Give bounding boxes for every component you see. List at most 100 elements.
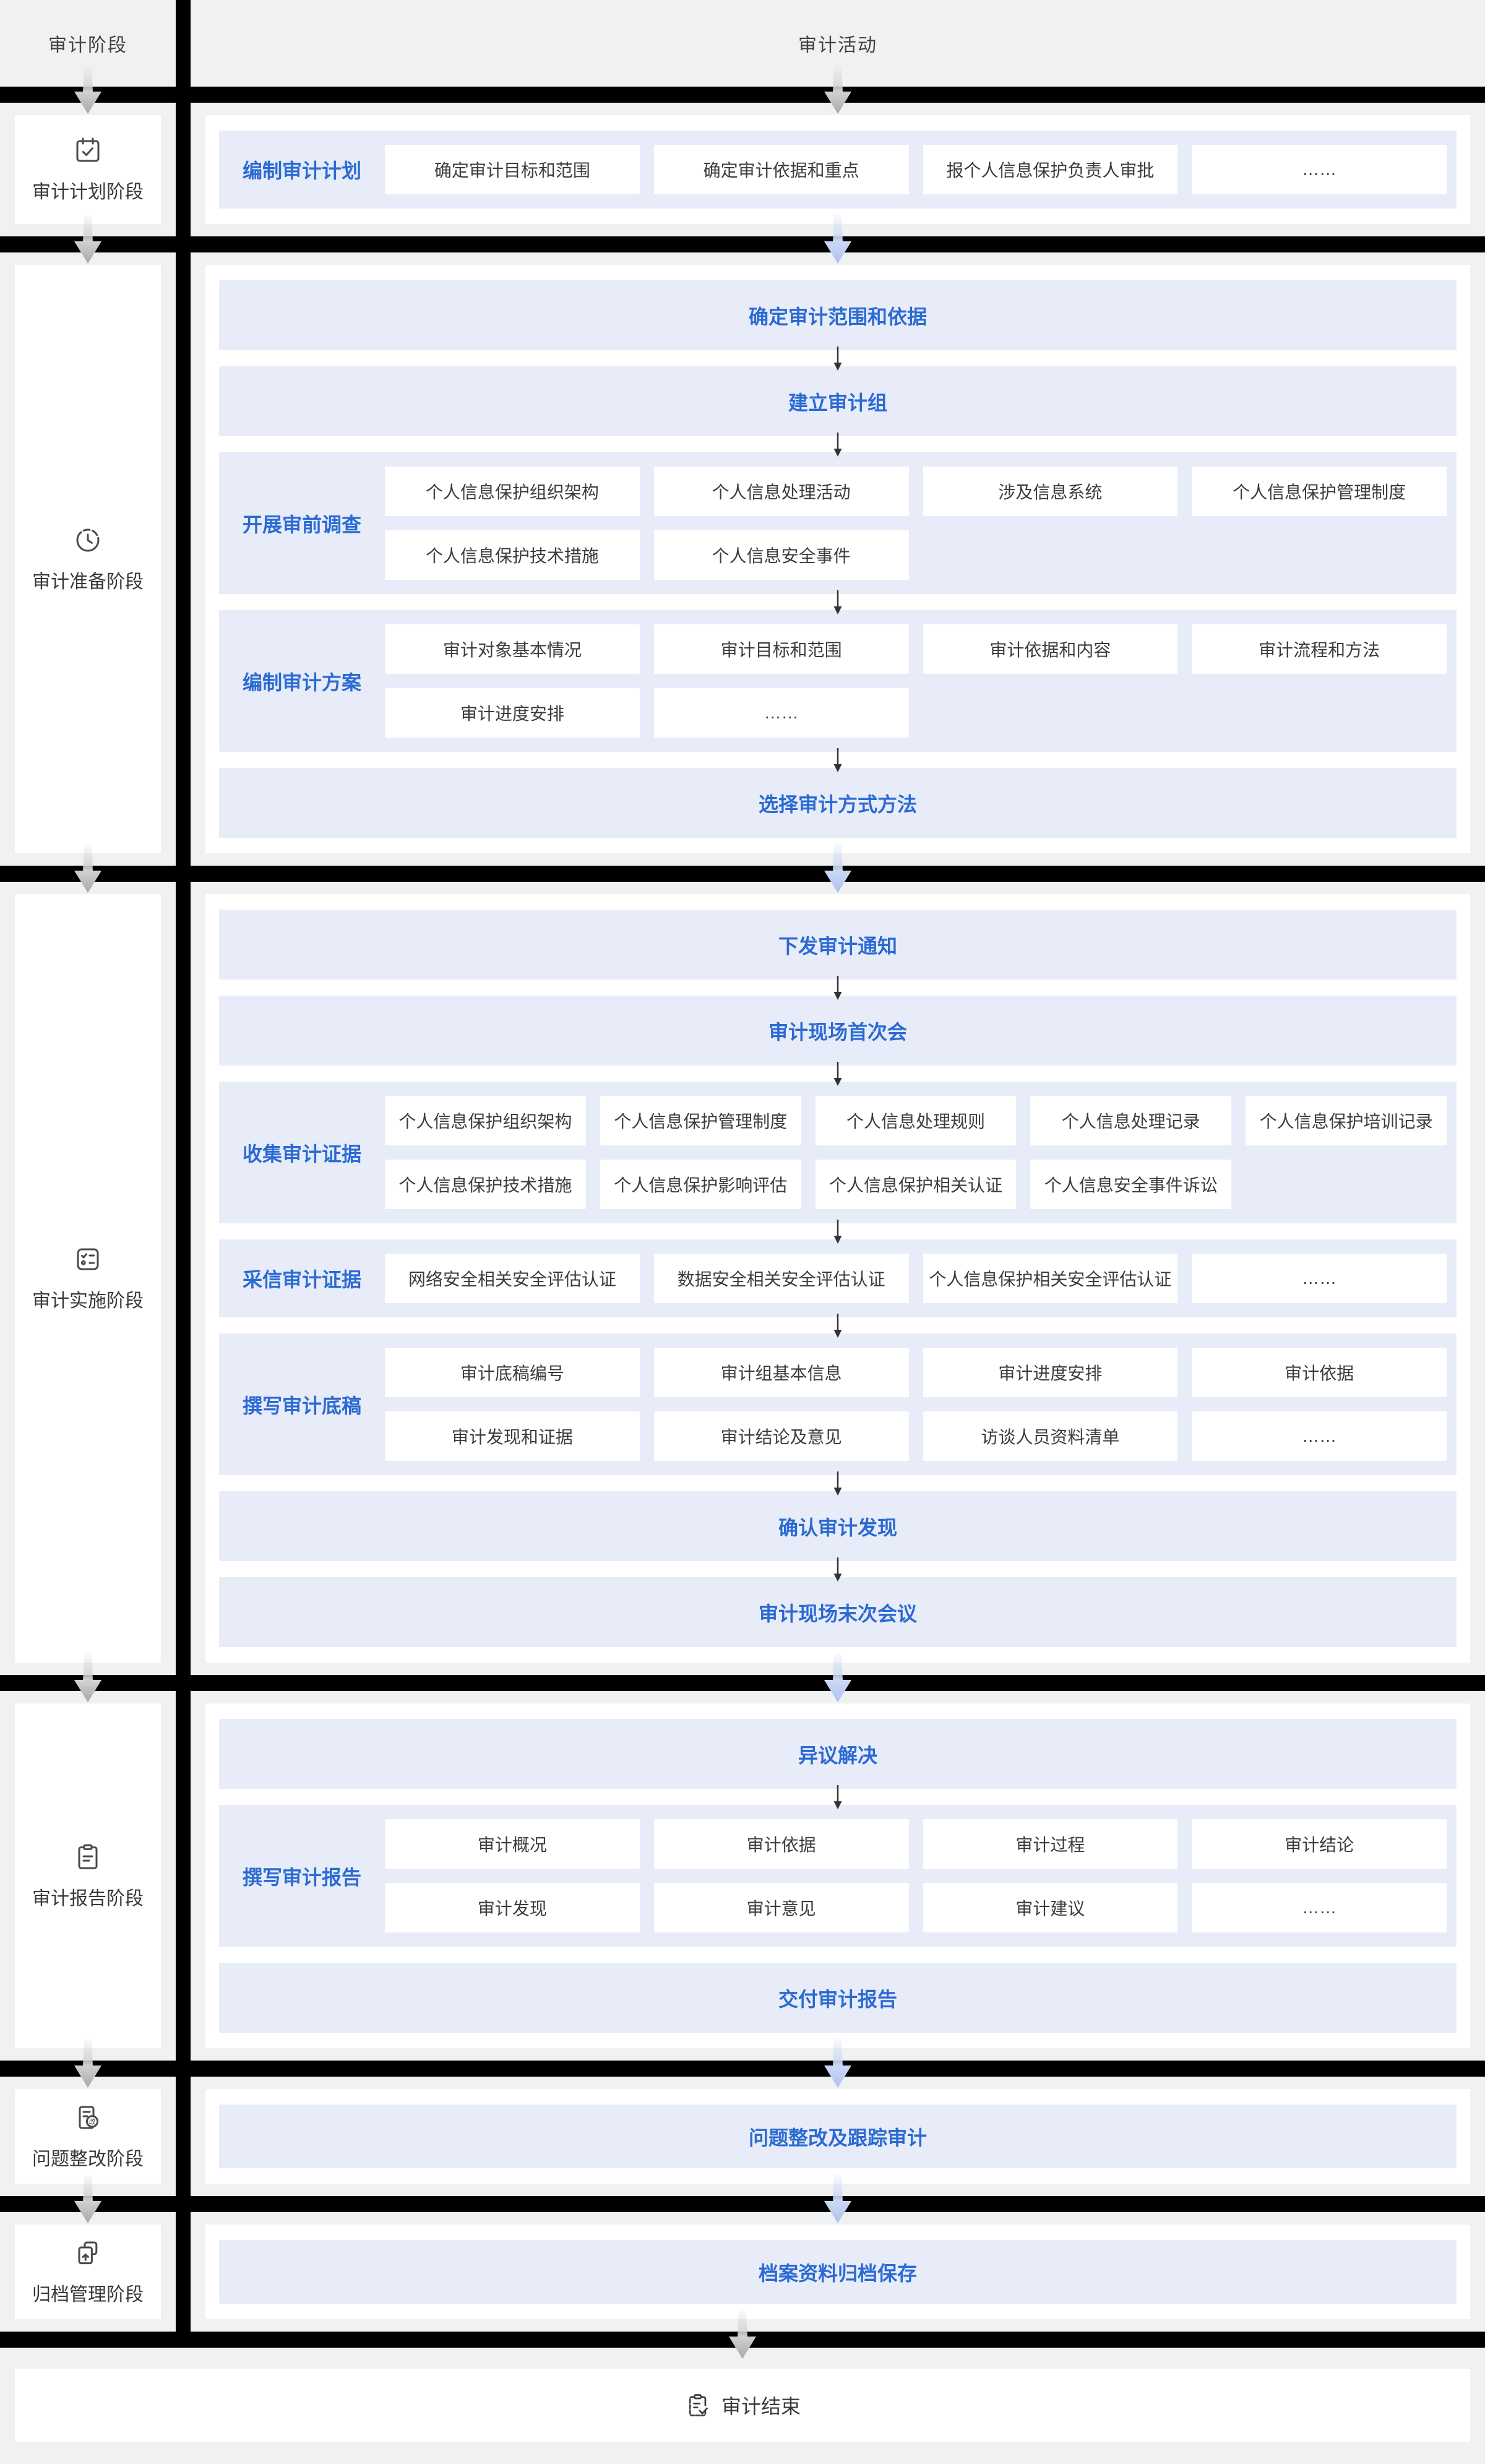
stage-label: 问题整改阶段 (32, 2148, 144, 2169)
flow-box: 审计结论及意见 (653, 1411, 909, 1461)
stage-label: 审计实施阶段 (32, 1291, 144, 1311)
flow-box: 数据安全相关安全评估认证 (653, 1254, 909, 1303)
flow-box: 审计对象基本情况 (385, 624, 640, 674)
band-deliver-report: 交付审计报告 (219, 1963, 1457, 2033)
flow-box: …… (1192, 1883, 1447, 1932)
flow-box: 个人信息保护技术措施 (385, 530, 640, 580)
vertical-divider (176, 1691, 191, 2061)
horizontal-divider (0, 2196, 1485, 2212)
flow-box: …… (653, 688, 909, 738)
flow-box: 个人信息保护技术措施 (385, 1160, 586, 1209)
band-confirm-findings: 确认审计发现 (219, 1491, 1457, 1561)
band-rectify-track: 问题整改及跟踪审计 (219, 2104, 1457, 2168)
band-label: 开展审前调查 (242, 513, 361, 536)
stage-label: 审计准备阶段 (32, 571, 144, 592)
flow-box: 审计进度安排 (923, 1348, 1178, 1397)
band-first-meeting: 审计现场首次会 (219, 996, 1457, 1066)
down-arrow-icon (833, 433, 842, 457)
band-make-scheme: 编制审计方案 审计对象基本情况 审计目标和范围 审计依据和内容 审计流程和方法 … (219, 610, 1457, 752)
section-plan: 审计计划阶段 编制审计计划 确定审计目标和范围 确定审计依据和重点 报个人信息保… (0, 103, 1485, 236)
flow-box: 审计底稿编号 (385, 1348, 640, 1397)
vertical-divider (176, 103, 191, 236)
flow-card-implement: 下发审计通知 审计现场首次会 收集审计证据 个人信息保护组织架构 个人信息保护管… (205, 894, 1470, 1663)
band-archive-keep: 档案资料归档保存 (219, 2240, 1457, 2304)
vertical-divider (176, 2212, 191, 2332)
flow-box: 涉及信息系统 (923, 467, 1178, 516)
calendar-check-icon (76, 137, 100, 162)
section-rectify: 改 问题整改阶段 问题整改及跟踪审计 (0, 2077, 1485, 2196)
flow-box: 审计概况 (385, 1819, 640, 1869)
band-scope-basis: 确定审计范围和依据 (219, 280, 1457, 350)
band-label: 收集审计证据 (242, 1142, 361, 1165)
flow-box: …… (1192, 1254, 1447, 1303)
flow-box: 访谈人员资料清单 (923, 1411, 1178, 1461)
step-gap (219, 347, 1457, 371)
step-gap (219, 433, 1457, 457)
down-arrow-icon (833, 748, 842, 772)
horizontal-divider (0, 866, 1485, 882)
band-adopt-evidence: 采信审计证据 网络安全相关安全评估认证 数据安全相关安全评估认证 个人信息保护相… (219, 1239, 1457, 1317)
flow-box: 审计依据 (653, 1819, 909, 1869)
band-dispute-resolve: 异议解决 (219, 1719, 1457, 1789)
checklist-icon (77, 1248, 99, 1270)
band-last-meeting: 审计现场末次会议 (219, 1577, 1457, 1647)
horizontal-divider (0, 87, 1485, 103)
flow-box: 审计过程 (923, 1819, 1178, 1869)
flow-box: 个人信息安全事件诉讼 (1030, 1160, 1232, 1209)
stage-card-implement: 审计实施阶段 (15, 894, 161, 1663)
step-gap (219, 590, 1457, 614)
flow-card-rectify: 问题整改及跟踪审计 (205, 2089, 1470, 2184)
header-left-title: 审计阶段 (48, 35, 127, 56)
band-make-plan: 编制审计计划 确定审计目标和范围 确定审计依据和重点 报个人信息保护负责人审批 … (219, 131, 1457, 209)
stage-label: 归档管理阶段 (32, 2284, 144, 2305)
step-gap-no-arrow (219, 1947, 1457, 1963)
down-arrow-icon (833, 1785, 842, 1809)
step-gap (219, 748, 1457, 772)
doc-rectify-icon: 改 (79, 2106, 99, 2129)
down-arrow-icon (833, 1062, 842, 1086)
flow-card-plan: 编制审计计划 确定审计目标和范围 确定审计依据和重点 报个人信息保护负责人审批 … (205, 115, 1470, 224)
flow-box: 审计目标和范围 (653, 624, 909, 674)
audit-end-label: 审计结束 (721, 2395, 801, 2418)
step-gap (219, 1471, 1457, 1496)
vertical-divider (176, 0, 191, 87)
down-arrow-icon (833, 976, 842, 1000)
step-gap (219, 1557, 1457, 1582)
footer-region: 审计结束 (0, 2348, 1485, 2464)
horizontal-divider (0, 2061, 1485, 2077)
band-label: 编制审计方案 (242, 671, 361, 694)
clock-icon (76, 528, 100, 551)
step-gap (219, 976, 1457, 1000)
band-collect-evidence: 收集审计证据 个人信息保护组织架构 个人信息保护管理制度 个人信息处理规则 个人… (219, 1082, 1457, 1223)
flow-box: 审计发现和证据 (385, 1411, 640, 1461)
flow-box: 审计依据和内容 (923, 624, 1178, 674)
step-gap (219, 1062, 1457, 1086)
band-label: 撰写审计报告 (242, 1866, 361, 1889)
flow-box: 审计流程和方法 (1192, 624, 1447, 674)
vertical-divider (176, 882, 191, 1675)
flow-card-archive: 档案资料归档保存 (205, 2225, 1470, 2319)
clipboard-icon (78, 1844, 98, 1869)
flow-card-report: 异议解决 撰写审计报告 审计概况 审计依据 审计过程 审计结论 (205, 1704, 1470, 2048)
flow-box: 个人信息保护相关安全评估认证 (923, 1254, 1178, 1303)
stage-card-plan: 审计计划阶段 (15, 115, 161, 224)
down-arrow-icon (833, 590, 842, 614)
stage-label: 审计报告阶段 (32, 1888, 144, 1909)
stage-card-report: 审计报告阶段 (15, 1704, 161, 2048)
vertical-divider (176, 2077, 191, 2196)
flow-box: 个人信息保护相关认证 (815, 1160, 1017, 1209)
flow-box: 个人信息保护管理制度 (1192, 467, 1447, 516)
band-pre-survey: 开展审前调查 个人信息保护组织架构 个人信息处理活动 涉及信息系统 个人信息保护… (219, 452, 1457, 594)
flow-box: 审计发现 (385, 1883, 640, 1932)
header-right-title: 审计活动 (798, 35, 877, 56)
flow-box: 确定审计依据和重点 (653, 145, 909, 194)
flow-box: 个人信息保护管理制度 (600, 1096, 801, 1145)
flow-box: 审计进度安排 (385, 688, 640, 738)
flow-box: 确定审计目标和范围 (385, 145, 640, 194)
flow-box: …… (1192, 1411, 1447, 1461)
flow-box: 个人信息处理记录 (1030, 1096, 1232, 1145)
flow-box: 审计意见 (653, 1883, 909, 1932)
band-write-report: 撰写审计报告 审计概况 审计依据 审计过程 审计结论 审计发现 审计意见 审计建… (219, 1805, 1457, 1947)
flow-box: 个人信息安全事件 (653, 530, 909, 580)
